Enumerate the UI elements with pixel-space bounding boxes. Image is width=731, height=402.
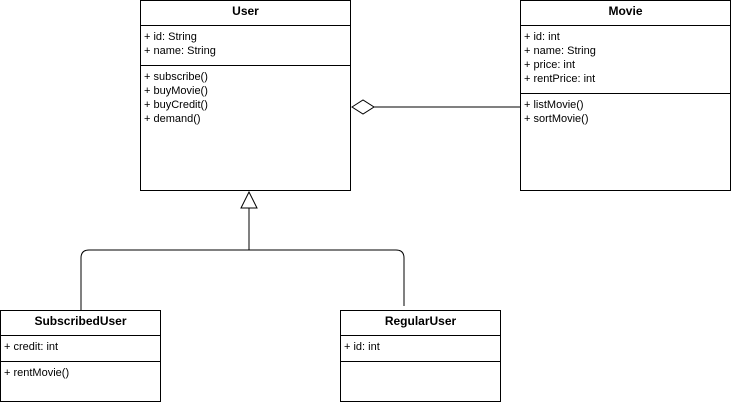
methods-section: + listMovie() + sortMovie() <box>521 94 730 130</box>
attribute: + id: int <box>524 31 560 43</box>
method: + subscribe() <box>144 71 208 83</box>
methods-section <box>341 362 500 370</box>
class-name: SubscribedUser <box>1 311 160 336</box>
attribute: + id: int <box>344 341 380 353</box>
class-regular-user[interactable]: RegularUser + id: int <box>340 310 501 402</box>
generalization-arrowhead <box>240 190 258 209</box>
generalization-branch-regular <box>249 249 405 306</box>
attribute: + price: int <box>524 59 576 71</box>
method: + buyMovie() <box>144 85 208 97</box>
method: + rentMovie() <box>4 367 70 379</box>
attribute: + id: String <box>144 31 197 43</box>
methods-section: + subscribe() + buyMovie() + buyCredit()… <box>141 66 350 130</box>
attributes-section: + id: int + name: String + price: int + … <box>521 26 730 94</box>
attribute: + rentPrice: int <box>524 73 596 85</box>
attribute: + name: String <box>144 45 216 57</box>
method: + demand() <box>144 113 201 125</box>
class-name: User <box>141 1 350 26</box>
attribute: + name: String <box>524 45 596 57</box>
aggregation-diamond <box>351 99 375 115</box>
class-movie[interactable]: Movie + id: int + name: String + price: … <box>520 0 731 191</box>
class-name: Movie <box>521 1 730 26</box>
attributes-section: + id: int <box>341 336 500 362</box>
class-user[interactable]: User + id: String + name: String + subsc… <box>140 0 351 191</box>
generalization-branch-subscribed <box>80 249 249 310</box>
attributes-section: + id: String + name: String <box>141 26 350 66</box>
method: + buyCredit() <box>144 99 208 111</box>
class-subscribed-user[interactable]: SubscribedUser + credit: int + rentMovie… <box>0 310 161 402</box>
attribute: + credit: int <box>4 341 59 353</box>
method: + listMovie() <box>524 99 584 111</box>
class-name: RegularUser <box>341 311 500 336</box>
method: + sortMovie() <box>524 113 589 125</box>
attributes-section: + credit: int <box>1 336 160 362</box>
methods-section: + rentMovie() <box>1 362 160 384</box>
